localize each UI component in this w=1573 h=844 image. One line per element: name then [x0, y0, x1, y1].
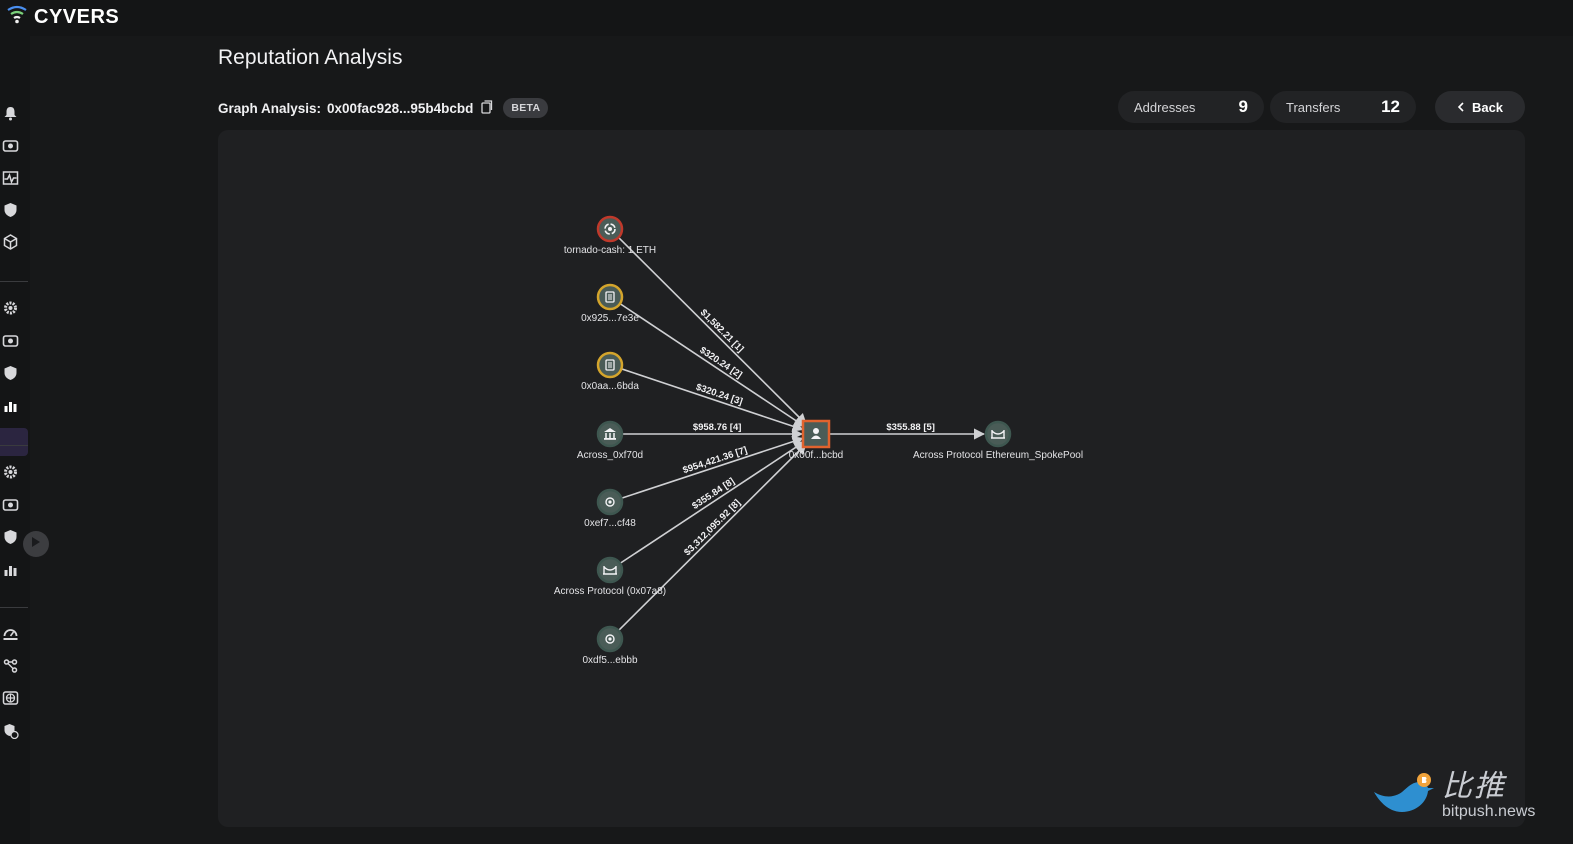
sidebar-settings-icon[interactable] — [2, 464, 19, 480]
back-button[interactable]: Back — [1435, 91, 1525, 123]
sidebar-divider — [0, 445, 28, 446]
graph-canvas[interactable] — [218, 130, 1525, 827]
graph-address: 0x00fac928...95b4bcbd — [327, 100, 474, 116]
node-label: 0xdf5...ebbb — [582, 655, 637, 666]
transfer-edge[interactable] — [617, 443, 807, 632]
bridge-icon — [603, 566, 617, 575]
transfers-stat: Transfers 12 — [1270, 91, 1416, 123]
copy-icon[interactable] — [473, 99, 493, 117]
bird-logo-icon — [1370, 770, 1436, 821]
play-icon — [31, 535, 41, 553]
addresses-label: Addresses — [1134, 99, 1196, 115]
document-icon — [605, 359, 615, 371]
transfers-label: Transfers — [1286, 99, 1341, 115]
sidebar-active-indicator — [0, 428, 28, 456]
user-icon — [811, 428, 821, 439]
graph-node[interactable]: 0xdf5...ebbb — [582, 625, 638, 666]
cyvers-logo-icon — [6, 5, 28, 30]
sidebar-activity-icon[interactable] — [2, 170, 19, 186]
node-label: 0xef7...cf48 — [584, 518, 636, 529]
graph-node[interactable]: 0x00f...bcbd — [789, 419, 843, 461]
sidebar-security-icon[interactable] — [2, 365, 19, 381]
sidebar-divider — [0, 281, 28, 282]
edge-amount-label: $958.76 [4] — [693, 422, 742, 433]
tornado-icon — [604, 223, 616, 235]
addresses-stat: Addresses 9 — [1118, 91, 1264, 123]
sidebar-chart-icon[interactable] — [2, 562, 19, 578]
edge-amount-label: $355.88 [5] — [886, 422, 935, 433]
bank-icon — [604, 428, 616, 440]
graph-node[interactable]: Across_0xf70d — [577, 420, 643, 461]
bridge-icon — [991, 430, 1005, 439]
graph-node[interactable]: 0x0aa...6bda — [581, 351, 639, 392]
sidebar-analytics-icon[interactable] — [2, 398, 19, 414]
transfers-count: 12 — [1381, 97, 1400, 116]
sidebar-eye-icon[interactable] — [2, 497, 19, 513]
watermark: 比推 bitpush.news — [1370, 770, 1535, 821]
sidebar-network-icon[interactable] — [2, 658, 19, 674]
sidebar-eye-icon[interactable] — [2, 333, 19, 349]
transfer-edge[interactable] — [619, 302, 806, 427]
graph-node[interactable]: tornado-cash: 1 ETH — [564, 215, 656, 256]
wallet-icon — [605, 634, 615, 644]
node-label: 0x00f...bcbd — [789, 450, 843, 461]
wallet-icon — [605, 497, 615, 507]
sidebar — [0, 36, 30, 844]
app-name: CYVERS — [34, 6, 120, 28]
node-label: 0x925...7e3e — [581, 313, 639, 324]
addresses-count: 9 — [1238, 97, 1248, 116]
graph-analysis-header: Graph Analysis: 0x00fac928...95b4bcbd BE… — [218, 98, 549, 118]
sidebar-alerts-icon[interactable] — [2, 105, 19, 121]
node-label: Across Protocol (0x07a8) — [554, 586, 666, 597]
edge-amount-label: $3,312,095.92 [8] — [682, 497, 743, 558]
transfer-edge[interactable] — [619, 441, 806, 565]
graph-node[interactable]: 0x925...7e3e — [581, 283, 639, 324]
sidebar-dashboard-icon[interactable] — [2, 626, 19, 642]
graph-node[interactable]: Across Protocol Ethereum_SpokePool — [913, 420, 1083, 461]
transfer-edge[interactable] — [621, 436, 804, 499]
edge-amount-label: $954,421.36 [7] — [682, 445, 749, 476]
node-label: 0x0aa...6bda — [581, 381, 639, 392]
chevron-left-icon — [1457, 100, 1465, 115]
sidebar-expand-button[interactable] — [23, 531, 49, 557]
node-label: Across_0xf70d — [577, 450, 643, 461]
top-bar: CYVERS — [0, 0, 1573, 36]
sidebar-shield-globe-icon[interactable] — [2, 723, 19, 739]
graph-node[interactable]: Across Protocol (0x07a8) — [554, 556, 666, 597]
node-label: Across Protocol Ethereum_SpokePool — [913, 450, 1083, 461]
page-title: Reputation Analysis — [218, 46, 403, 69]
document-icon — [605, 291, 615, 303]
transfer-edge[interactable] — [621, 368, 804, 432]
sidebar-cube-icon[interactable] — [2, 234, 19, 250]
transfer-edge[interactable] — [617, 236, 807, 425]
graph-node[interactable]: 0xef7...cf48 — [584, 488, 636, 529]
beta-badge: BETA — [503, 98, 549, 118]
sidebar-settings-icon[interactable] — [2, 300, 19, 316]
sidebar-divider — [0, 607, 28, 608]
back-button-label: Back — [1471, 99, 1504, 115]
sidebar-globe-icon[interactable] — [2, 690, 19, 706]
sidebar-shield-icon[interactable] — [2, 529, 19, 545]
sidebar-monitor-icon[interactable] — [2, 138, 19, 154]
watermark-cn: 比推 — [1442, 769, 1506, 803]
node-label: tornado-cash: 1 ETH — [564, 245, 656, 256]
edge-amount-label: $320.24 [3] — [694, 382, 744, 408]
watermark-en: bitpush.news — [1442, 802, 1536, 820]
graph-analysis-label: Graph Analysis: — [218, 100, 322, 116]
app-logo[interactable]: CYVERS — [6, 5, 119, 30]
sidebar-shield-icon[interactable] — [2, 202, 19, 218]
